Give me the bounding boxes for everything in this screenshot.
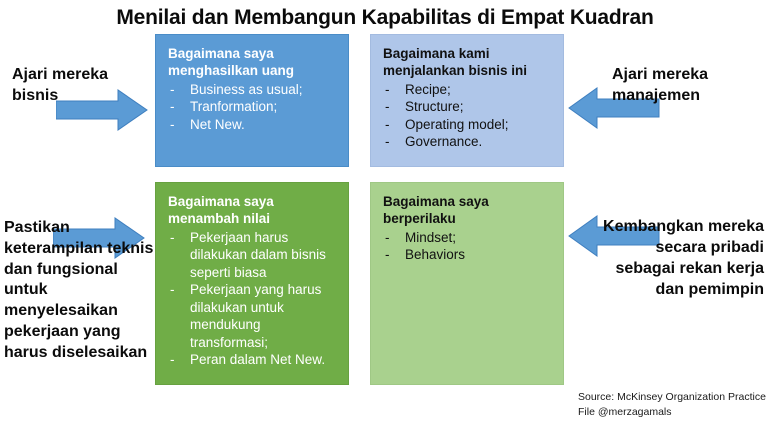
bullet-dash: - bbox=[170, 116, 175, 132]
caption-top-left: Ajari mereka bisnis bbox=[12, 66, 109, 105]
list-item: -Tranformation; bbox=[168, 98, 340, 116]
list-item-label: Governance. bbox=[405, 134, 483, 150]
caption-bottom-left: Pastikan keterampilan teknis dan fungsio… bbox=[4, 219, 154, 361]
list-item: -Operating model; bbox=[383, 116, 555, 134]
bullet-dash: - bbox=[385, 81, 390, 97]
bullet-dash: - bbox=[170, 352, 175, 368]
caption-bottom-right: Kembangkan mereka secara pribadi sebagai… bbox=[603, 218, 764, 299]
quadrant-bottom-right-list: -Mindset; -Behaviors bbox=[381, 229, 555, 264]
bullet-dash: - bbox=[170, 229, 175, 245]
list-item-label: Structure; bbox=[405, 99, 464, 115]
list-item-label: Net New. bbox=[190, 116, 245, 132]
list-item-label: Recipe; bbox=[405, 81, 451, 97]
bullet-dash: - bbox=[170, 81, 175, 97]
list-item: -Business as usual; bbox=[168, 81, 340, 99]
quadrant-top-right-heading: Bagaimana kami menjalankan bisnis ini bbox=[383, 46, 528, 79]
list-item-label: Pekerjaan yang harus dilakukan untuk men… bbox=[190, 282, 322, 350]
bullet-dash: - bbox=[170, 282, 175, 298]
bullet-dash: - bbox=[385, 229, 390, 245]
bullet-dash: - bbox=[385, 134, 390, 150]
list-item-label: Operating model; bbox=[405, 116, 509, 132]
quadrant-top-right: Bagaimana kami menjalankan bisnis ini -R… bbox=[370, 34, 564, 167]
list-item-label: Tranformation; bbox=[190, 99, 278, 115]
list-item-label: Business as usual; bbox=[190, 81, 303, 97]
bullet-dash: - bbox=[170, 99, 175, 115]
arrow-right-top-left-icon bbox=[56, 88, 148, 132]
quadrant-bottom-left-heading: Bagaimana saya menambah nilai bbox=[168, 194, 274, 227]
quadrant-top-right-list: -Recipe; -Structure; -Operating model; -… bbox=[381, 81, 555, 151]
list-item: -Net New. bbox=[168, 116, 340, 134]
quadrant-bottom-right: Bagaimana saya berperilaku -Mindset; -Be… bbox=[370, 182, 564, 385]
bullet-dash: - bbox=[385, 247, 390, 263]
quadrant-top-left: Bagaimana saya menghasilkan uang -Busine… bbox=[155, 34, 349, 167]
list-item: -Peran dalam Net New. bbox=[168, 351, 340, 369]
source-line-1: Source: McKinsey Organization Practice bbox=[578, 391, 766, 403]
page-title: Menilai dan Membangun Kapabilitas di Emp… bbox=[116, 6, 654, 29]
list-item-label: Behaviors bbox=[405, 247, 466, 263]
bullet-dash: - bbox=[385, 99, 390, 115]
list-item: -Pekerjaan harus dilakukan dalam bisnis … bbox=[168, 229, 340, 282]
arrow-left-top-right-icon bbox=[568, 86, 660, 130]
list-item: -Pekerjaan yang harus dilakukan untuk me… bbox=[168, 281, 340, 351]
list-item: -Behaviors bbox=[383, 246, 555, 264]
list-item: -Governance. bbox=[383, 133, 555, 151]
list-item-label: Peran dalam Net New. bbox=[190, 352, 326, 368]
quadrant-bottom-left-list: -Pekerjaan harus dilakukan dalam bisnis … bbox=[166, 229, 340, 369]
list-item-label: Mindset; bbox=[405, 229, 457, 245]
list-item-label: Pekerjaan harus dilakukan dalam bisnis s… bbox=[190, 229, 326, 280]
list-item: -Structure; bbox=[383, 98, 555, 116]
source-line-2: File @merzagamals bbox=[578, 406, 672, 419]
arrow-right-bottom-left-icon bbox=[53, 216, 145, 260]
list-item: -Recipe; bbox=[383, 81, 555, 99]
source-footer: Source: McKinsey Organization Practice F… bbox=[578, 390, 768, 420]
quadrant-bottom-right-heading: Bagaimana saya berperilaku bbox=[383, 194, 489, 227]
bullet-dash: - bbox=[385, 116, 390, 132]
arrow-left-bottom-right-icon bbox=[568, 214, 660, 258]
quadrant-top-left-list: -Business as usual; -Tranformation; -Net… bbox=[166, 81, 340, 134]
caption-top-right: Ajari mereka manajemen bbox=[612, 66, 709, 105]
quadrant-top-left-heading: Bagaimana saya menghasilkan uang bbox=[168, 46, 295, 79]
list-item: -Mindset; bbox=[383, 229, 555, 247]
quadrant-bottom-left: Bagaimana saya menambah nilai -Pekerjaan… bbox=[155, 182, 349, 385]
